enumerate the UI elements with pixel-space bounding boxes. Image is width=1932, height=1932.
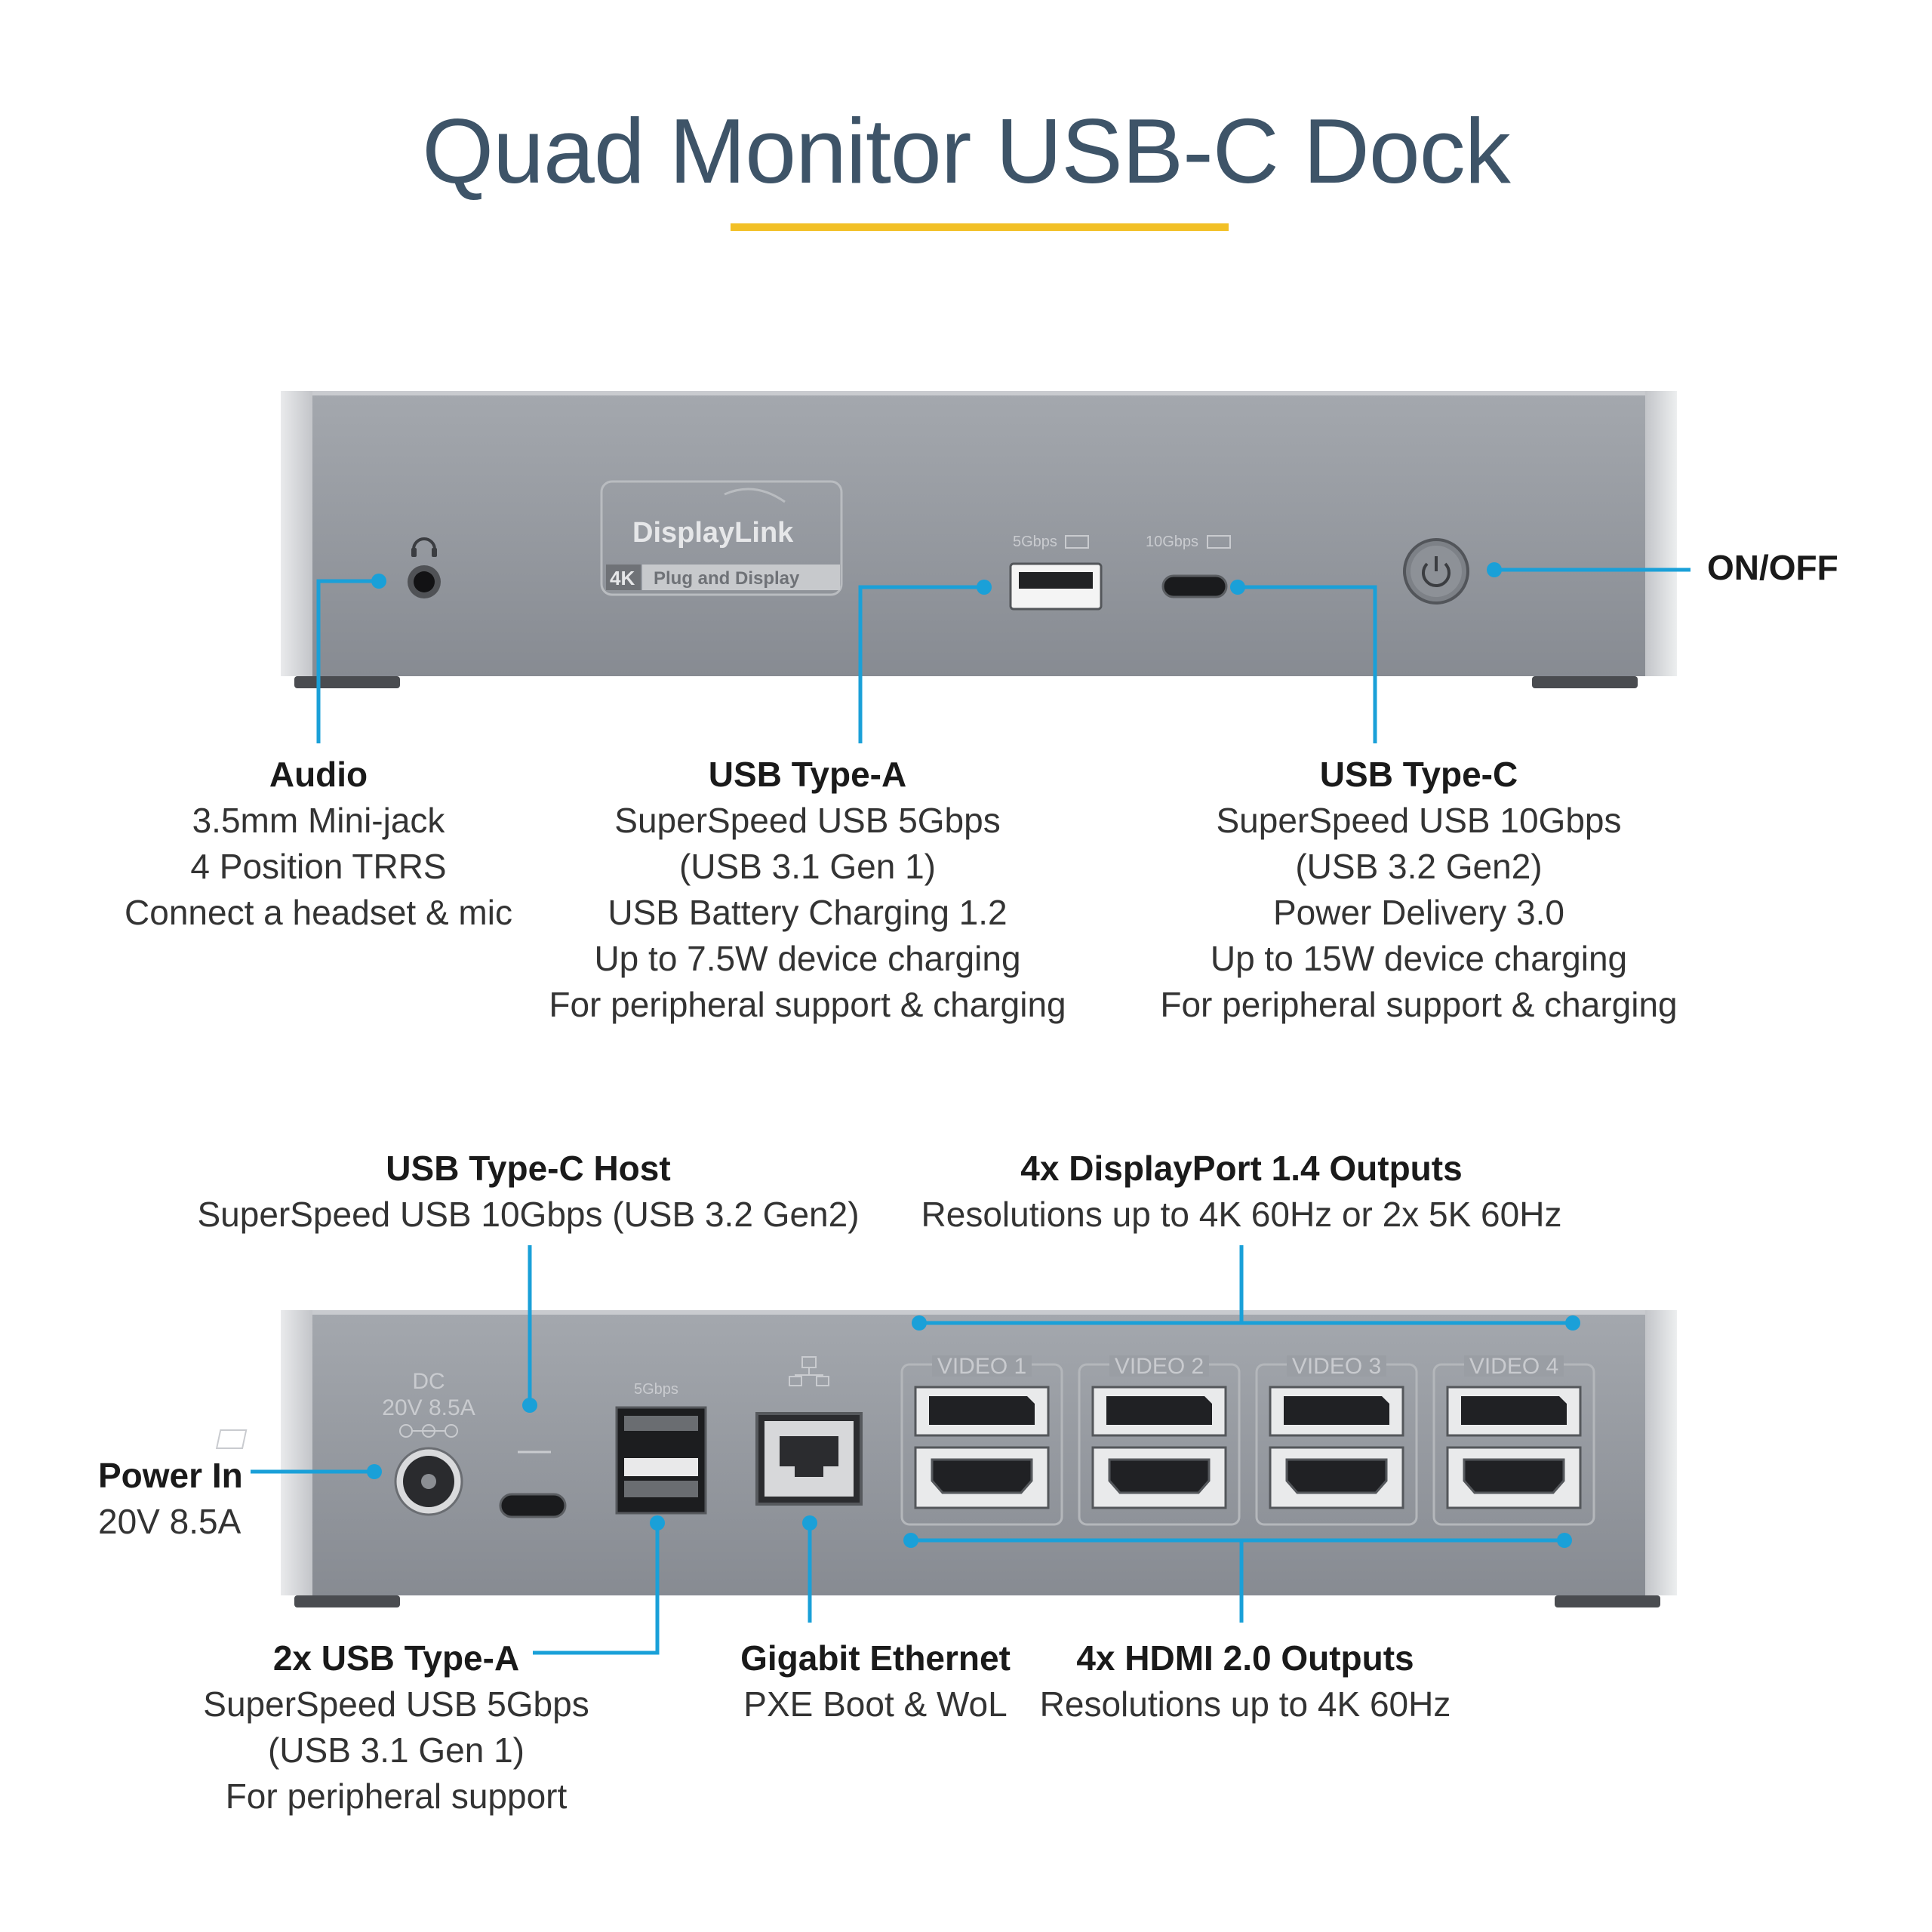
usb-c-speed-label: 10Gbps (1146, 534, 1198, 550)
polarity-icon (399, 1424, 458, 1438)
callout-heading: USB Type-C (1319, 755, 1518, 794)
front-panel: DisplayLink 4K Plug and Display 5Gbps 10… (281, 391, 1677, 688)
audio-jack (408, 565, 441, 598)
hdmi-port (1091, 1446, 1227, 1509)
audio-callout: Audio 3.5mm Mini-jack 4 Position TRRS Conne… (106, 752, 531, 936)
video-label: VIDEO 2 (1115, 1354, 1204, 1379)
dc-label: DC (412, 1369, 445, 1394)
callout-heading: 4x DisplayPort 1.4 Outputs (1020, 1149, 1463, 1188)
usb-c-host-port (499, 1493, 567, 1518)
logo-tag: 4K (610, 567, 635, 589)
usb-c-front-callout: USB Type-C SuperSpeed USB 10Gbps (USB 3.2 … (1132, 752, 1706, 1028)
usb-a-rear-callout: 2x USB Type-A SuperSpeed USB 5Gbps (USB 3.… (189, 1635, 604, 1820)
callout-line: 20V 8.5A (98, 1502, 242, 1541)
callout-line: SuperSpeed USB 10Gbps (1216, 801, 1622, 840)
displayport-port (914, 1386, 1050, 1437)
callout-line: SuperSpeed USB 5Gbps (203, 1684, 589, 1724)
callout-line: (USB 3.1 Gen 1) (267, 1730, 525, 1770)
callout-heading: Gigabit Ethernet (740, 1638, 1011, 1678)
displayport-port (1269, 1386, 1404, 1437)
callout-lines (251, 568, 1690, 1655)
hdmi-port (1269, 1446, 1404, 1509)
callout-heading: Power In (98, 1456, 243, 1495)
usb-a-front-callout: USB Type-A SuperSpeed USB 5Gbps (USB 3.1 G… (528, 752, 1087, 1028)
power-button-icon (1403, 538, 1469, 605)
callout-dots (367, 562, 1580, 1548)
usb-a-port-front (1009, 562, 1103, 611)
callout-line: Connect a headset & mic (125, 893, 512, 932)
ethernet-port (755, 1412, 863, 1506)
video-output-3: VIDEO 3 (1255, 1354, 1418, 1526)
rear-panel: DC 20V 8.5A 5Gbps (215, 1310, 1677, 1607)
hdmi-port (1446, 1446, 1582, 1509)
video-outputs: VIDEO 1 VIDEO 2 VIDEO 3 VIDEO 4 (900, 1354, 1595, 1526)
displayport-port (1446, 1386, 1582, 1437)
callout-line: Up to 15W device charging (1210, 939, 1628, 978)
callout-line: For peripheral support (225, 1777, 568, 1816)
video-output-1: VIDEO 1 (900, 1354, 1063, 1526)
callout-line: SuperSpeed USB 10Gbps (USB 3.2 Gen2) (197, 1195, 860, 1234)
callout-heading: Audio (269, 755, 368, 794)
logo-brand: DisplayLink (632, 517, 794, 549)
headphone-icon (411, 537, 437, 557)
rear-usb-a-speed-label: 5Gbps (634, 1381, 678, 1398)
usb-a-speed-label: 5Gbps (1013, 534, 1057, 550)
callout-line: (USB 3.1 Gen 1) (678, 847, 937, 886)
video-label: VIDEO 4 (1469, 1354, 1558, 1379)
video-output-2: VIDEO 2 (1078, 1354, 1241, 1526)
callout-line: Resolutions up to 4K 60Hz or 2x 5K 60Hz (921, 1195, 1562, 1234)
callout-line: Up to 7.5W device charging (594, 939, 1021, 978)
callout-heading: 4x HDMI 2.0 Outputs (1076, 1638, 1414, 1678)
callout-line: For peripheral support & charging (549, 985, 1066, 1024)
page-title: Quad Monitor USB-C Dock (422, 100, 1510, 202)
logo-sub: Plug and Display (654, 568, 800, 589)
callout-line: Power Delivery 3.0 (1272, 893, 1565, 932)
onoff-label: ON/OFF (1707, 548, 1838, 587)
usb-a-ports-rear (615, 1406, 707, 1515)
callout-heading: USB Type-C Host (386, 1149, 671, 1188)
displaylink-logo: DisplayLink 4K Plug and Display (600, 480, 843, 596)
callout-heading: 2x USB Type-A (272, 1638, 520, 1678)
callout-line: SuperSpeed USB 5Gbps (614, 801, 1001, 840)
callout-line: For peripheral support & charging (1160, 985, 1678, 1024)
video-label: VIDEO 3 (1292, 1354, 1381, 1379)
callout-line: PXE Boot & WoL (743, 1684, 1008, 1724)
power-in-callout: Power In 20V 8.5A (98, 1453, 243, 1545)
video-label: VIDEO 1 (937, 1354, 1026, 1379)
battery-charge-icon (1065, 535, 1089, 549)
laptop-icon (215, 1429, 551, 1454)
usb-c-port-front (1161, 574, 1228, 598)
dc-rating-label: 20V 8.5A (382, 1395, 475, 1420)
callout-line: (USB 3.2 Gen2) (1295, 847, 1543, 886)
callout-line: 4 Position TRRS (190, 847, 447, 886)
network-icon (789, 1356, 829, 1386)
video-output-4: VIDEO 4 (1432, 1354, 1595, 1526)
hdmi-port (914, 1446, 1050, 1509)
dc-power-jack (394, 1447, 463, 1516)
callout-heading: USB Type-A (708, 755, 907, 794)
displayport-port (1091, 1386, 1227, 1437)
callout-line: Resolutions up to 4K 60Hz (1039, 1684, 1451, 1724)
title-underline (731, 223, 1229, 231)
callout-line: USB Battery Charging 1.2 (608, 893, 1008, 932)
callout-line: 3.5mm Mini-jack (192, 801, 445, 840)
